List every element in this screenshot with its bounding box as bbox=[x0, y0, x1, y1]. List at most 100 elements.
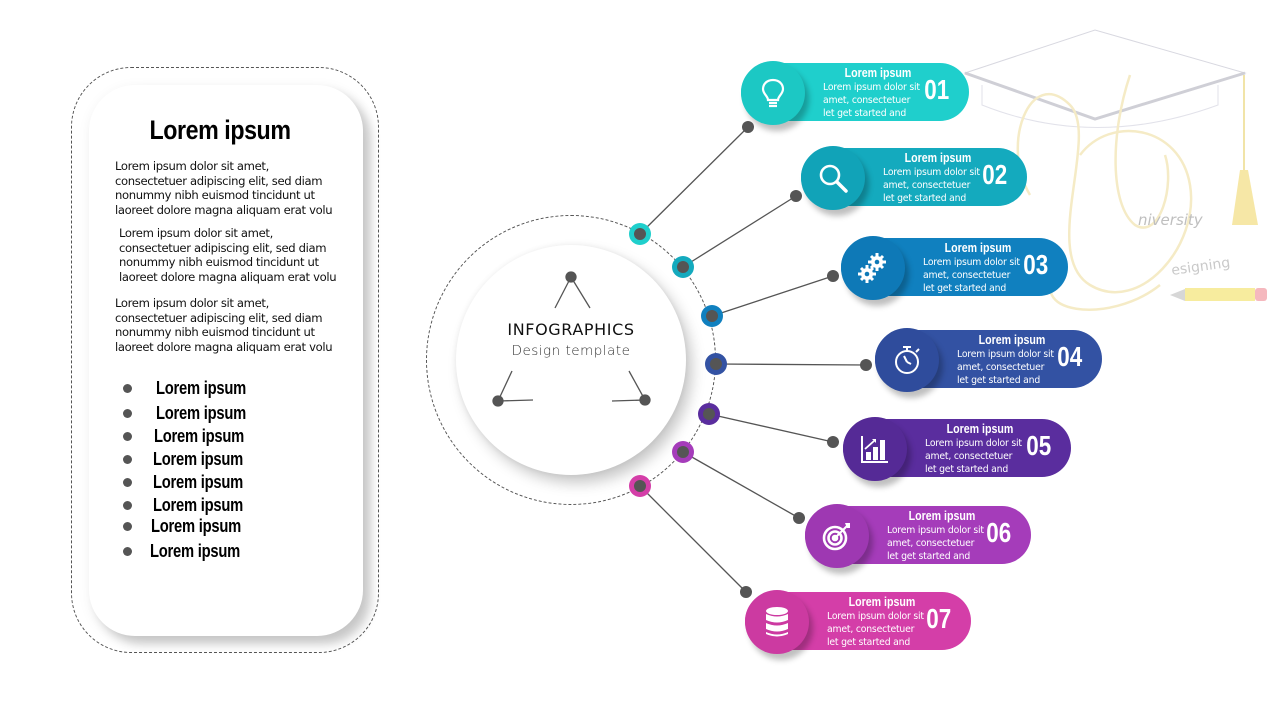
step-text-line: let get started and bbox=[823, 108, 907, 119]
bar-chart-icon bbox=[843, 417, 907, 481]
bullet-label: Lorem ipsum bbox=[150, 541, 240, 561]
pencil-icon bbox=[1170, 288, 1267, 301]
bullet-label: Lorem ipsum bbox=[153, 472, 243, 492]
bullet-dot-icon bbox=[123, 501, 132, 510]
bullet-label: Lorem ipsum bbox=[154, 426, 244, 446]
step-text-line: amet, consectetuer bbox=[883, 180, 971, 191]
step-text-line: Lorem ipsum dolor sit bbox=[827, 611, 924, 622]
graduation-cap-icon bbox=[963, 29, 1258, 225]
bullet-item: Lorem ipsum bbox=[123, 472, 263, 493]
step-title: Lorem ipsum bbox=[944, 241, 1012, 255]
bullet-dot-icon bbox=[123, 478, 132, 487]
paragraph-line: nonummy nibh euismod tincidunt ut bbox=[115, 325, 315, 339]
step-text-line: let get started and bbox=[887, 551, 971, 562]
step-text-line: let get started and bbox=[883, 193, 967, 204]
step-number: 05 bbox=[1026, 430, 1051, 461]
bullet-label: Lorem ipsum bbox=[156, 403, 246, 423]
target-icon bbox=[805, 504, 869, 568]
step-text-line: let get started and bbox=[923, 283, 1007, 294]
step-card-07: Lorem ipsum Lorem ipsum dolor sit amet, c… bbox=[745, 590, 971, 654]
watermark-text-university: niversity bbox=[1138, 211, 1204, 229]
text-card bbox=[89, 85, 363, 636]
center-subtitle: Design template bbox=[511, 343, 631, 359]
paragraph-line: laoreet dolore magna aliquam erat volu bbox=[119, 269, 337, 284]
step-number: 01 bbox=[924, 74, 949, 105]
bullet-item: Lorem ipsum bbox=[123, 426, 264, 447]
step-title: Lorem ipsum bbox=[978, 333, 1046, 347]
step-text-line: Lorem ipsum dolor sit bbox=[887, 525, 984, 536]
step-card-04: Lorem ipsum Lorem ipsum dolor sit amet, c… bbox=[875, 328, 1102, 392]
step-text-line: amet, consectetuer bbox=[827, 624, 915, 635]
step-description: Lorem ipsum dolor sit amet, consectetuer l… bbox=[883, 166, 995, 205]
paragraph-line: laoreet dolore magna aliquam erat volu bbox=[115, 202, 333, 217]
bullet-dot-icon bbox=[123, 432, 132, 441]
step-title: Lorem ipsum bbox=[908, 509, 976, 523]
step-number: 02 bbox=[982, 159, 1007, 190]
step-text-line: let get started and bbox=[925, 464, 1009, 475]
search-icon bbox=[801, 146, 865, 210]
step-card-02: Lorem ipsum Lorem ipsum dolor sit amet, c… bbox=[801, 146, 1027, 210]
bullet-item: Lorem ipsum bbox=[123, 378, 266, 399]
bullet-item: Lorem ipsum bbox=[123, 495, 263, 516]
step-number: 06 bbox=[986, 517, 1011, 548]
step-text-line: Lorem ipsum dolor sit bbox=[823, 82, 920, 93]
bullet-label: Lorem ipsum bbox=[151, 516, 241, 536]
step-number: 04 bbox=[1057, 341, 1082, 372]
step-text-line: Lorem ipsum dolor sit bbox=[957, 349, 1054, 360]
paragraph-2: Lorem ipsum dolor sit amet, consectetuer… bbox=[119, 226, 359, 284]
bullet-item: Lorem ipsum bbox=[123, 403, 266, 424]
center-title: INFOGRAPHICS bbox=[507, 320, 635, 339]
connector-end-dots bbox=[740, 121, 872, 598]
paragraph-line: consectetuer adipiscing elit, sed diam bbox=[115, 173, 323, 188]
paragraph-1: Lorem ipsum dolor sit amet, consectetuer… bbox=[115, 159, 355, 217]
step-text-line: amet, consectetuer bbox=[923, 270, 1011, 281]
step-text-line: amet, consectetuer bbox=[823, 95, 911, 106]
step-text-line: Lorem ipsum dolor sit bbox=[925, 438, 1022, 449]
step-description: Lorem ipsum dolor sit amet, consectetuer l… bbox=[823, 81, 935, 120]
bullet-dot-icon bbox=[123, 522, 132, 531]
step-text-line: amet, consectetuer bbox=[925, 451, 1013, 462]
lightbulb-icon bbox=[741, 61, 805, 125]
card-dashed-outline bbox=[71, 67, 379, 653]
bullet-dot-icon bbox=[123, 547, 132, 556]
step-text-line: amet, consectetuer bbox=[957, 362, 1045, 373]
step-title: Lorem ipsum bbox=[844, 66, 912, 80]
orbit-nodes bbox=[629, 223, 727, 497]
bullet-label: Lorem ipsum bbox=[153, 495, 243, 515]
step-text-line: amet, consectetuer bbox=[887, 538, 975, 549]
bullet-item: Lorem ipsum bbox=[123, 541, 260, 562]
step-title: Lorem ipsum bbox=[848, 595, 916, 609]
bullet-item: Lorem ipsum bbox=[123, 449, 263, 470]
step-number: 07 bbox=[926, 603, 951, 634]
step-title: Lorem ipsum bbox=[904, 151, 972, 165]
bullet-label: Lorem ipsum bbox=[156, 378, 246, 398]
paragraph-line: Lorem ipsum dolor sit amet, bbox=[115, 159, 269, 173]
step-text-line: Lorem ipsum dolor sit bbox=[923, 257, 1020, 268]
step-description: Lorem ipsum dolor sit amet, consectetuer l… bbox=[887, 524, 999, 563]
paragraph-line: consectetuer adipiscing elit, sed diam bbox=[119, 240, 327, 255]
step-text-line: let get started and bbox=[957, 375, 1041, 386]
step-description: Lorem ipsum dolor sit amet, consectetuer l… bbox=[957, 348, 1069, 387]
paragraph-line: consectetuer adipiscing elit, sed diam bbox=[115, 310, 323, 325]
bullet-dot-icon bbox=[123, 455, 132, 464]
step-description: Lorem ipsum dolor sit amet, consectetuer l… bbox=[925, 437, 1037, 476]
step-card-06: Lorem ipsum Lorem ipsum dolor sit amet, c… bbox=[805, 504, 1031, 568]
bullet-dot-icon bbox=[123, 384, 132, 393]
gears-icon bbox=[841, 236, 905, 300]
center-circle bbox=[456, 245, 686, 475]
card-title: Lorem ipsum bbox=[149, 115, 291, 145]
step-title: Lorem ipsum bbox=[946, 422, 1014, 436]
bullet-item: Lorem ipsum bbox=[123, 516, 261, 537]
university-logo-watermark: niversity esigning bbox=[963, 29, 1267, 311]
database-icon bbox=[745, 590, 809, 654]
paragraph-line: Lorem ipsum dolor sit amet, bbox=[115, 296, 269, 310]
step-description: Lorem ipsum dolor sit amet, consectetuer l… bbox=[923, 256, 1035, 295]
step-text-line: Lorem ipsum dolor sit bbox=[883, 167, 980, 178]
paragraph-line: nonummy nibh euismod tincidunt ut bbox=[119, 255, 319, 269]
step-card-05: Lorem ipsum Lorem ipsum dolor sit amet, c… bbox=[843, 417, 1071, 481]
paragraph-line: laoreet dolore magna aliquam erat volu bbox=[115, 339, 333, 354]
step-number: 03 bbox=[1023, 249, 1048, 280]
step-card-03: Lorem ipsum Lorem ipsum dolor sit amet, c… bbox=[841, 236, 1068, 300]
